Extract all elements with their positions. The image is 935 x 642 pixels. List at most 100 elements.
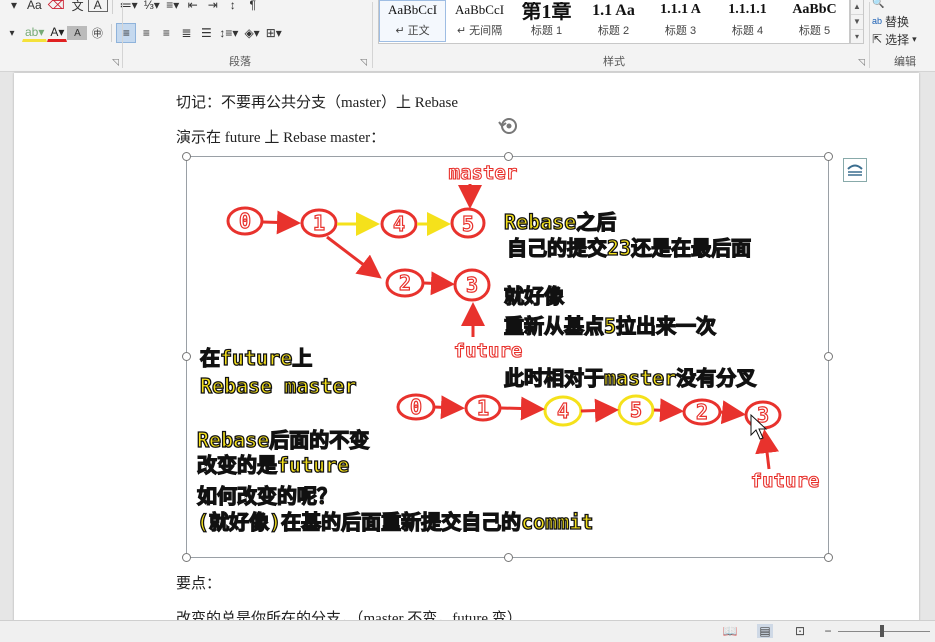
document-page[interactable] (14, 73, 919, 633)
font-dialog-launcher[interactable]: ◹ (112, 57, 119, 67)
note-unchanged: Rebase后面的不变 (197, 428, 369, 452)
gallery-down-icon[interactable]: ▼ (851, 15, 863, 30)
align-center-button[interactable]: ≡ (142, 26, 150, 40)
style-heading-1[interactable]: 第1章 标题 1 (513, 0, 580, 42)
shading-button[interactable]: ◈▾ (244, 26, 260, 40)
paragraph-dialog-launcher[interactable]: ◹ (360, 57, 367, 67)
highlight-color-button[interactable]: ab▾ (22, 24, 48, 42)
chain-arrow (433, 395, 465, 420)
gallery-up-icon[interactable]: ▲ (851, 0, 863, 15)
divider (111, 0, 113, 14)
resize-handle[interactable] (824, 352, 833, 361)
sort-icon[interactable]: ↕ (229, 0, 236, 12)
align-left-button[interactable]: ≡ (116, 23, 137, 43)
commit-label: 4 (557, 399, 569, 423)
resize-handle[interactable] (182, 553, 191, 562)
commit-label: 1 (313, 211, 325, 235)
justify-button[interactable]: ≣ (181, 26, 192, 40)
group-divider (869, 2, 870, 68)
master-label: master (449, 162, 518, 184)
resize-handle[interactable] (182, 352, 191, 361)
note-no-fork: 此时相对于master没有分叉 (504, 366, 757, 390)
print-layout-icon[interactable]: ▤ (757, 624, 773, 638)
style-sample: AaBbCcI (454, 2, 505, 17)
rebase-diagram: 0 1 4 5 2 3 master future Rebase之后 自己的提交… (196, 161, 820, 534)
commit-label: 3 (466, 273, 478, 297)
styles-gallery: AaBbCcI ↵ 正文 AaBbCcI ↵ 无间隔 第1章 标题 1 1.1 … (378, 0, 850, 44)
commit-node (453, 268, 491, 302)
style-sample: AaBbCcI (387, 2, 438, 17)
resize-handle[interactable] (504, 553, 513, 562)
styles-group-label: 样式 (603, 56, 625, 68)
style-no-spacing[interactable]: AaBbCcI ↵ 无间隔 (446, 0, 513, 42)
show-marks-icon[interactable]: ¶ (249, 0, 256, 12)
commit-node (226, 206, 264, 236)
read-mode-icon[interactable]: 📖 (722, 624, 738, 638)
style-heading-5[interactable]: AaBbC 标题 5 (781, 0, 848, 42)
style-name: 标题 5 (798, 25, 831, 37)
branch-arrow (326, 235, 382, 279)
zoom-slider-thumb[interactable] (880, 625, 884, 637)
layout-options-button[interactable] (843, 158, 867, 182)
status-bar: 📖 ▤ ⊡ − (0, 620, 935, 642)
resize-handle[interactable] (182, 152, 191, 161)
commit-node (617, 394, 655, 426)
styles-gallery-scroll: ▲ ▼ ▾ (850, 0, 864, 44)
line-spacing-button[interactable]: ↕≡▾ (219, 26, 239, 40)
align-right-button[interactable]: ≡ (162, 26, 170, 40)
styles-dialog-launcher[interactable]: ◹ (858, 57, 865, 67)
char-shading-icon[interactable]: A (67, 26, 88, 40)
font-size-down-button[interactable]: ▾ (10, 0, 18, 12)
style-sample: 1.1.1.1 (728, 2, 767, 17)
replace-label: 替换 (885, 14, 910, 29)
replace-button[interactable]: ab 替换 (872, 12, 935, 30)
style-heading-3[interactable]: 1.1.1 A 标题 3 (647, 0, 714, 42)
ribbon-row-font-top: ▾ Aa ⌫ 文 A ≔▾ ⅓▾ ≡▾ ⇤ ⇥ ↕ ¶ (4, 0, 263, 16)
commit-node (380, 209, 418, 239)
resize-handle[interactable] (824, 553, 833, 562)
distributed-button[interactable]: ☰ (201, 26, 212, 40)
change-case-button[interactable]: Aa (27, 0, 42, 12)
web-layout-icon[interactable]: ⊡ (794, 624, 806, 638)
commit-node (450, 207, 486, 239)
increase-indent-button[interactable]: ⇥ (207, 0, 218, 12)
diagram-image[interactable]: 0 1 4 5 2 3 master future Rebase之后 自己的提交… (182, 152, 833, 562)
note-commits-last: 自己的提交23还是在最后面 (507, 236, 751, 260)
font-color-button[interactable]: A▾ (47, 24, 68, 42)
decrease-indent-button[interactable]: ⇤ (187, 0, 198, 12)
ribbon-row-font-bottom: ▾ ab▾ A▾ A ㊥ ≡ ≡ ≡ ≣ ☰ ↕≡▾ ◈▾ ⊞▾ (2, 22, 285, 44)
replace-icon: ab (872, 16, 883, 26)
note-pull-out: 重新从基点5拉出来一次 (504, 314, 716, 338)
style-normal[interactable]: AaBbCcI ↵ 正文 (379, 0, 446, 42)
style-heading-4[interactable]: 1.1.1.1 标题 4 (714, 0, 781, 42)
clear-format-icon[interactable]: ⌫ (47, 0, 65, 12)
resize-handle[interactable] (504, 152, 513, 161)
style-heading-2[interactable]: 1.1 Aa 标题 2 (580, 0, 647, 42)
note-how: 如何改变的呢？ (197, 484, 337, 508)
style-name: 标题 1 (530, 25, 563, 37)
doc-line-demo: 演示在 future 上 Rebase master： (176, 130, 386, 146)
borders-button[interactable]: ⊞▾ (265, 26, 282, 40)
char-border-button[interactable]: A (87, 0, 108, 12)
commit-label: 5 (630, 398, 642, 422)
mouse-cursor-icon (750, 413, 768, 440)
gallery-more-icon[interactable]: ▾ (854, 32, 859, 41)
numbering-button[interactable]: ⅓▾ (143, 0, 160, 12)
select-button[interactable]: ⇱ 选择 ▾ (872, 30, 935, 48)
style-sample: 1.1.1 A (660, 2, 701, 17)
chain-arrow (500, 396, 545, 421)
zoom-slider[interactable] (838, 631, 930, 632)
annotation-notes: Rebase之后 自己的提交23还是在最后面 就好像 重新从基点5拉出来一次 此… (196, 209, 758, 534)
multilevel-list-button[interactable]: ≡▾ (166, 0, 180, 12)
enclose-char-icon[interactable]: ㊥ (91, 28, 103, 40)
future-label-bottom: future (751, 470, 820, 492)
rotate-handle-icon[interactable] (498, 116, 520, 138)
resize-handle[interactable] (824, 152, 833, 161)
text-effects-button[interactable]: ▾ (9, 27, 15, 39)
find-button[interactable]: 🔍 (872, 0, 935, 12)
zoom-out-icon[interactable]: − (824, 624, 832, 638)
bullets-button[interactable]: ≔▾ (119, 0, 138, 12)
chevron-down-icon: ▾ (912, 33, 917, 44)
phonetic-guide-icon[interactable]: 文 (71, 0, 84, 13)
style-name: 标题 3 (664, 25, 697, 37)
